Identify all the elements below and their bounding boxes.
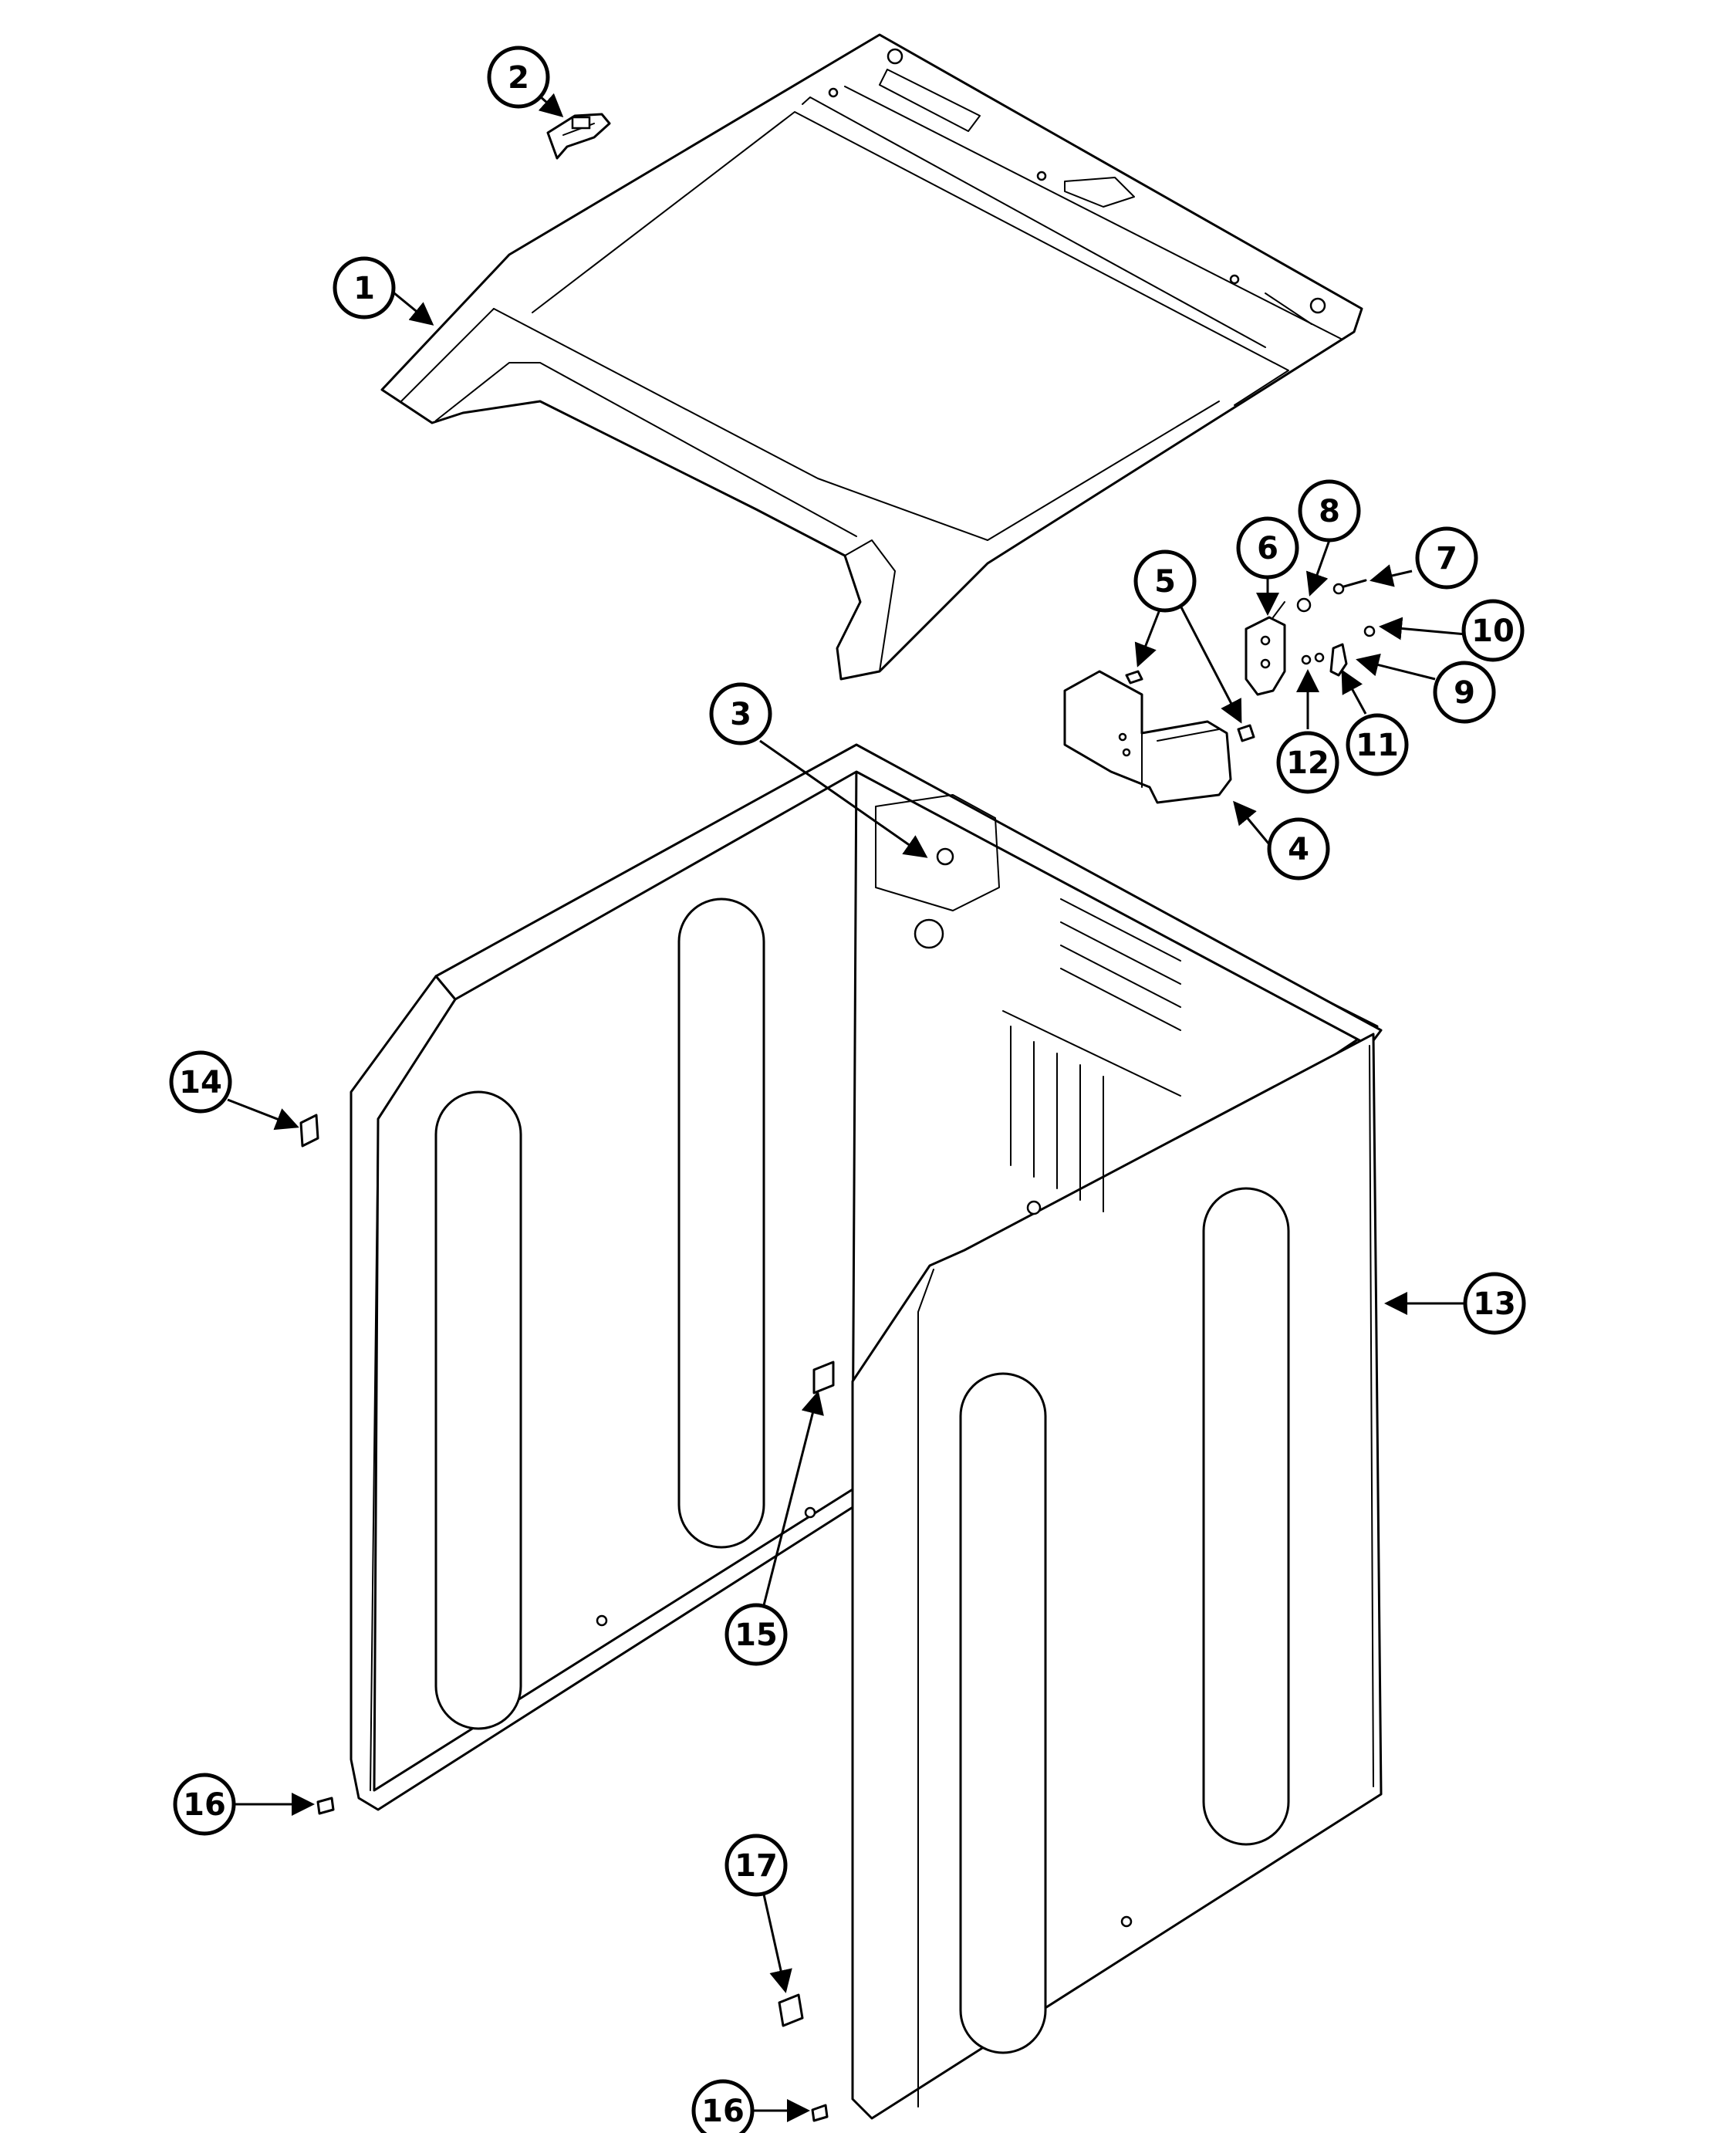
clip-part-15 — [812, 1361, 835, 1394]
callout-6-label: 6 — [1257, 531, 1278, 566]
callout-10: 10 — [1461, 599, 1525, 662]
callout-9-label: 9 — [1454, 675, 1475, 711]
screws-part-5 — [1125, 670, 1255, 742]
callout-3-label: 3 — [730, 697, 751, 732]
callout-13-label: 13 — [1473, 1286, 1516, 1322]
callout-13: 13 — [1463, 1272, 1526, 1335]
callout-15-label: 15 — [735, 1617, 778, 1653]
callout-2-label: 2 — [508, 60, 529, 96]
callout-12: 12 — [1276, 731, 1339, 794]
callout-3: 3 — [709, 682, 772, 745]
leader-lines — [227, 93, 1467, 2122]
callout-7-label: 7 — [1436, 541, 1457, 576]
callout-14-label: 14 — [179, 1065, 222, 1100]
callout-5: 5 — [1133, 549, 1197, 613]
callout-12-label: 12 — [1286, 745, 1329, 781]
callout-11-label: 11 — [1356, 728, 1399, 763]
callout-11: 11 — [1346, 713, 1409, 776]
callout-9: 9 — [1433, 661, 1496, 724]
bracket-part-4 — [1063, 670, 1232, 804]
callout-2: 2 — [487, 46, 550, 109]
callout-8: 8 — [1298, 479, 1361, 543]
callout-16-bottom-label: 16 — [701, 2094, 745, 2129]
callout-1: 1 — [333, 256, 396, 319]
callout-16-left: 16 — [173, 1773, 236, 1836]
callout-15: 15 — [724, 1603, 788, 1666]
callout-4-label: 4 — [1288, 832, 1309, 867]
screw-part-16-left — [316, 1797, 335, 1815]
screw-part-16-bottom — [811, 2104, 829, 2122]
clip-part-14 — [299, 1114, 319, 1148]
callout-8-label: 8 — [1319, 494, 1340, 529]
callout-5-label: 5 — [1154, 564, 1176, 600]
callout-16-bottom: 16 — [691, 2079, 755, 2133]
callout-14: 14 — [169, 1050, 232, 1114]
callout-10-label: 10 — [1471, 614, 1515, 649]
cabinet-part-13 — [350, 743, 1383, 2120]
callout-16-left-label: 16 — [183, 1787, 226, 1823]
callout-4: 4 — [1267, 817, 1330, 881]
foot-part-17 — [778, 1993, 804, 2027]
hardware-parts-7-12 — [1296, 579, 1376, 677]
callout-17: 17 — [724, 1834, 788, 1897]
callout-7: 7 — [1415, 526, 1478, 590]
top-panel-part-1 — [380, 33, 1363, 681]
callout-6: 6 — [1236, 516, 1299, 580]
hinge-part-6 — [1245, 601, 1286, 696]
callout-1-label: 1 — [353, 271, 375, 306]
lid-switch-part-2 — [546, 113, 611, 160]
callout-17-label: 17 — [735, 1848, 778, 1884]
